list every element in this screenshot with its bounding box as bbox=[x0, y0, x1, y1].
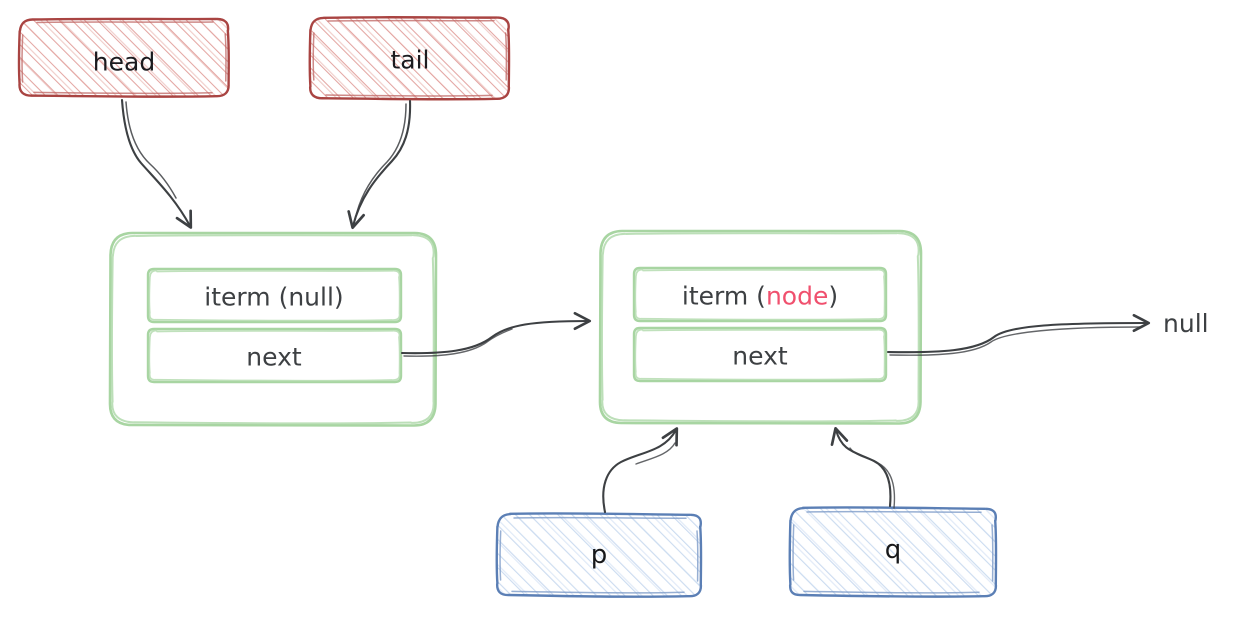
edge-node1next-to-node2 bbox=[400, 311, 592, 357]
variable-box-p[interactable] bbox=[495, 512, 703, 598]
node-box-node1[interactable] bbox=[108, 231, 438, 427]
pointer-box-head[interactable] bbox=[17, 17, 230, 98]
node2-field-next-box[interactable] bbox=[632, 326, 888, 383]
edge-p-to-node2 bbox=[602, 427, 679, 514]
edge-q-to-node2 bbox=[830, 426, 896, 509]
edge-head-to-node1 bbox=[120, 98, 193, 229]
node1-field-iterm-box[interactable] bbox=[146, 267, 403, 324]
edge-tail-to-node1 bbox=[347, 99, 412, 230]
variable-box-q[interactable] bbox=[788, 506, 998, 598]
node2-field-iterm-box[interactable] bbox=[632, 266, 888, 323]
edge-node2next-to-null bbox=[886, 313, 1151, 356]
node1-field-next-box[interactable] bbox=[146, 327, 403, 384]
node-box-node2[interactable] bbox=[598, 229, 923, 425]
pointer-box-tail[interactable] bbox=[308, 16, 511, 101]
